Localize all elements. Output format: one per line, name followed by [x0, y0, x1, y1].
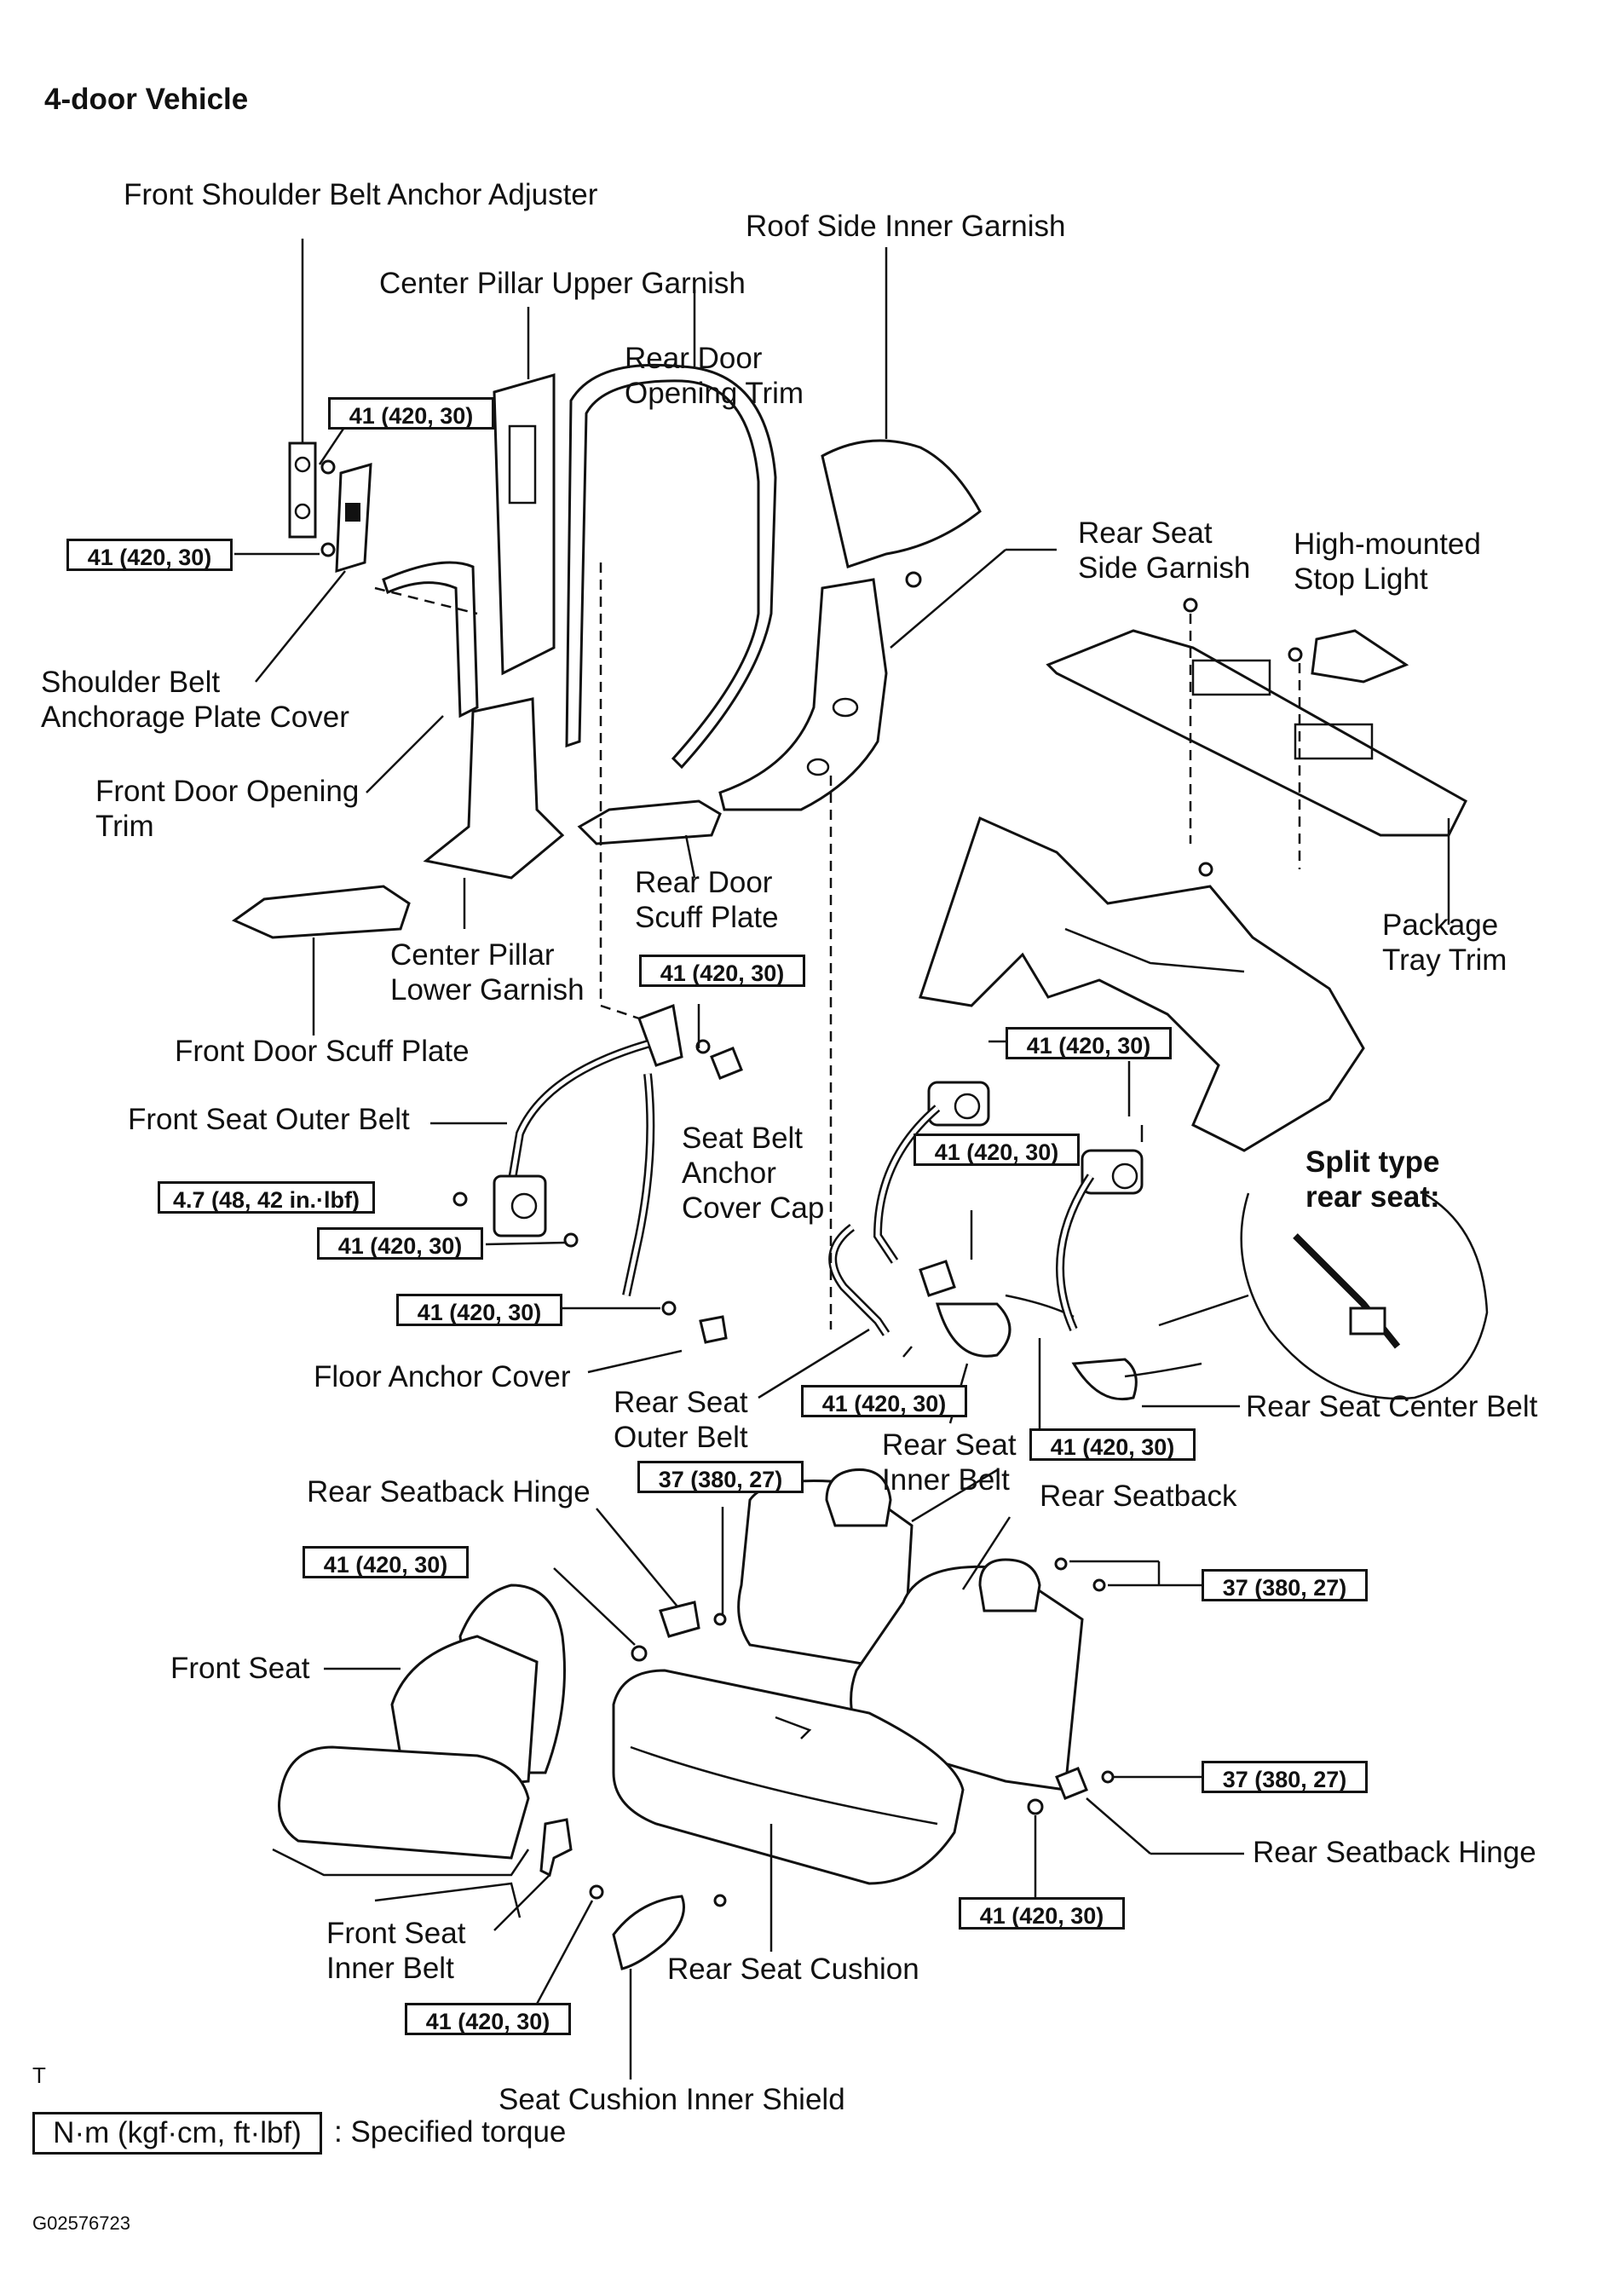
torque-box-floor-anchor: 41 (420, 30)	[396, 1294, 562, 1326]
label-rear-seat-outer-belt: Rear Seat Outer Belt	[614, 1386, 748, 1454]
label-split-type-rear-seat: Split type rear seat:	[1305, 1145, 1440, 1214]
label-front-shoulder-belt-anchor-adjuster: Front Shoulder Belt Anchor Adjuster	[124, 178, 598, 211]
page-mark: T	[32, 2062, 46, 2088]
front-seat-inner-belt	[493, 1818, 604, 2021]
label-rear-seat-center-belt: Rear Seat Center Belt	[1246, 1390, 1538, 1423]
floor-anchor-cover	[587, 1315, 728, 1374]
rear-door-opening-trim	[565, 290, 777, 770]
front-shoulder-belt-anchor-adjuster	[288, 239, 317, 539]
rear-seat-inner-belt	[919, 1210, 1075, 1424]
figure-code: G02576723	[32, 2212, 130, 2234]
rear-seatback-hinge-left	[553, 1508, 727, 1662]
center-pillar-lower-garnish	[423, 697, 565, 929]
package-tray-trim	[1046, 629, 1467, 925]
bolt-group	[234, 425, 347, 557]
torque-box-rear-seatback: 37 (380, 27)	[1202, 1569, 1368, 1601]
label-package-tray-trim: Package Tray Trim	[1382, 909, 1507, 977]
torque-legend-text: : Specified torque	[334, 2115, 567, 2149]
clip-group	[1183, 597, 1303, 877]
label-rear-seatback-hinge-top: Rear Seatback Hinge	[307, 1475, 591, 1509]
label-rear-seat-inner-belt: Rear Seat Inner Belt	[882, 1428, 1017, 1497]
rear-seat-cushion	[612, 1669, 965, 1952]
label-rear-door-opening-trim: Rear Door Opening Trim	[625, 342, 804, 410]
center-pillar-upper-garnish	[493, 307, 556, 676]
label-shoulder-belt-anchorage-plate-cover: Shoulder Belt Anchorage Plate Cover	[41, 666, 349, 734]
label-rear-seat-side-garnish: Rear Seat Side Garnish	[1078, 516, 1251, 585]
torque-box-front-outer-belt-upper: 41 (420, 30)	[639, 955, 805, 987]
label-seat-cushion-inner-shield: Seat Cushion Inner Shield	[499, 2083, 845, 2116]
torque-box-front-seat-inner-belt: 41 (420, 30)	[405, 2003, 571, 2035]
front-door-opening-trim	[366, 561, 479, 793]
page-title: 4-door Vehicle	[44, 83, 249, 116]
torque-box-adjuster-lower: 41 (420, 30)	[66, 539, 233, 571]
label-front-door-opening-trim: Front Door Opening Trim	[95, 775, 360, 843]
torque-leader-lines	[485, 1004, 1131, 1517]
label-seat-belt-anchor-cover-cap: Seat Belt Anchor Cover Cap	[682, 1122, 825, 1225]
front-seat	[272, 1584, 566, 1918]
rear-seatback-hinge-right	[1027, 1767, 1244, 1913]
label-center-pillar-upper-garnish: Center Pillar Upper Garnish	[379, 267, 746, 300]
label-front-seat-inner-belt: Front Seat Inner Belt	[326, 1917, 466, 1985]
rear-quarter-trim-panel	[919, 816, 1365, 1152]
high-mounted-stop-light	[1311, 629, 1409, 684]
label-rear-door-scuff-plate: Rear Door Scuff Plate	[635, 866, 779, 934]
label-rear-seatback: Rear Seatback	[1040, 1480, 1237, 1513]
label-rear-seatback-hinge-right: Rear Seatback Hinge	[1253, 1836, 1536, 1869]
seat-cushion-inner-shield	[612, 1894, 727, 2080]
label-front-door-scuff-plate: Front Door Scuff Plate	[175, 1035, 470, 1068]
rear-seatback-bolts	[1054, 1557, 1202, 1592]
torque-box-front-outer-belt-retractor: 4.7 (48, 42 in.·lbf)	[158, 1181, 375, 1214]
roof-side-inner-garnish	[821, 247, 982, 588]
rear-seat-center-belt	[1038, 1125, 1240, 1440]
label-center-pillar-lower-garnish: Center Pillar Lower Garnish	[390, 938, 585, 1007]
label-rear-seat-cushion: Rear Seat Cushion	[667, 1953, 919, 1986]
torque-box-adjuster: 41 (420, 30)	[328, 397, 494, 430]
rear-door-scuff-plate	[577, 799, 722, 879]
torque-box-rear-seatback-hinge-right-upper: 37 (380, 27)	[1202, 1761, 1368, 1793]
torque-box-rear-outer-belt-lower: 41 (420, 30)	[801, 1385, 967, 1417]
rear-seat-side-garnish	[718, 548, 1057, 811]
bolt-group-2	[452, 562, 711, 1316]
torque-box-rear-seatback-hinge-left: 41 (420, 30)	[303, 1546, 469, 1578]
label-floor-anchor-cover: Floor Anchor Cover	[314, 1360, 571, 1393]
torque-box-rear-inner-belt: 41 (420, 30)	[914, 1134, 1080, 1166]
label-high-mounted-stop-light: High-mounted Stop Light	[1294, 528, 1481, 596]
label-front-seat: Front Seat	[170, 1652, 310, 1685]
label-roof-side-inner-garnish: Roof Side Inner Garnish	[746, 210, 1066, 243]
split-type-detail-bubble	[1158, 1191, 1489, 1400]
torque-box-front-outer-belt-lower: 41 (420, 30)	[317, 1227, 483, 1260]
seat-belt-anchor-cover-cap	[710, 1047, 743, 1080]
front-door-scuff-plate	[231, 885, 411, 1036]
torque-box-rear-center-belt: 41 (420, 30)	[1029, 1428, 1196, 1461]
shoulder-belt-anchorage-plate-cover	[255, 462, 372, 683]
label-front-seat-outer-belt: Front Seat Outer Belt	[128, 1103, 410, 1136]
torque-box-rear-cushion-bolt: 37 (380, 27)	[637, 1461, 804, 1493]
torque-box-rear-outer-belt-retractor: 41 (420, 30)	[1006, 1027, 1172, 1059]
front-seat-outer-belt	[430, 1003, 683, 1297]
torque-legend-unit-box: N·m (kgf·cm, ft·lbf)	[32, 2112, 322, 2155]
rear-seat-outer-belt	[758, 776, 990, 1399]
torque-box-rear-seatback-hinge-right-lower: 41 (420, 30)	[959, 1897, 1125, 1930]
